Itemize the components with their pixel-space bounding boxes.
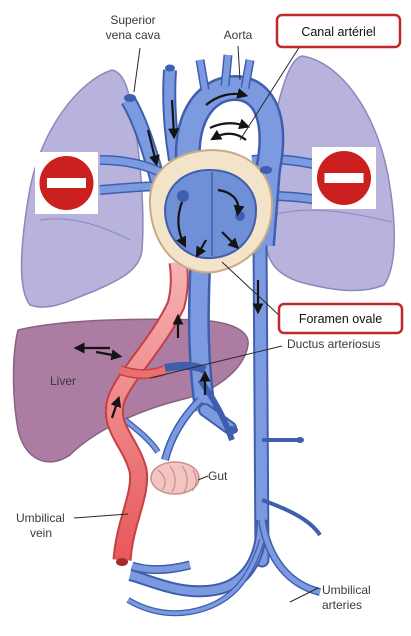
- label-superior-vena-cava-2: vena cava: [106, 28, 161, 42]
- callout-canal-arteriel-text: Canal artériel: [301, 25, 375, 39]
- label-umbilical-vein-2: vein: [30, 526, 52, 540]
- label-umbilical-arteries-2: arteries: [322, 598, 362, 612]
- label-gut: Gut: [208, 469, 228, 483]
- callout-canal-arteriel: Canal artériel: [277, 15, 400, 47]
- label-umbilical-arteries-1: Umbilical: [322, 583, 371, 597]
- no-entry-icon: [35, 152, 98, 214]
- label-aorta: Aorta: [224, 28, 253, 42]
- label-superior-vena-cava-1: Superior: [110, 13, 155, 27]
- label-liver: Liver: [50, 374, 76, 388]
- callout-foramen-ovale-text: Foramen ovale: [299, 312, 382, 326]
- callout-foramen-ovale: Foramen ovale: [279, 304, 402, 333]
- gut: [151, 462, 199, 494]
- label-ductus-arteriosus: Ductus arteriosus: [287, 337, 380, 351]
- label-umbilical-vein-1: Umbilical: [16, 511, 65, 525]
- no-entry-icon: [312, 147, 376, 209]
